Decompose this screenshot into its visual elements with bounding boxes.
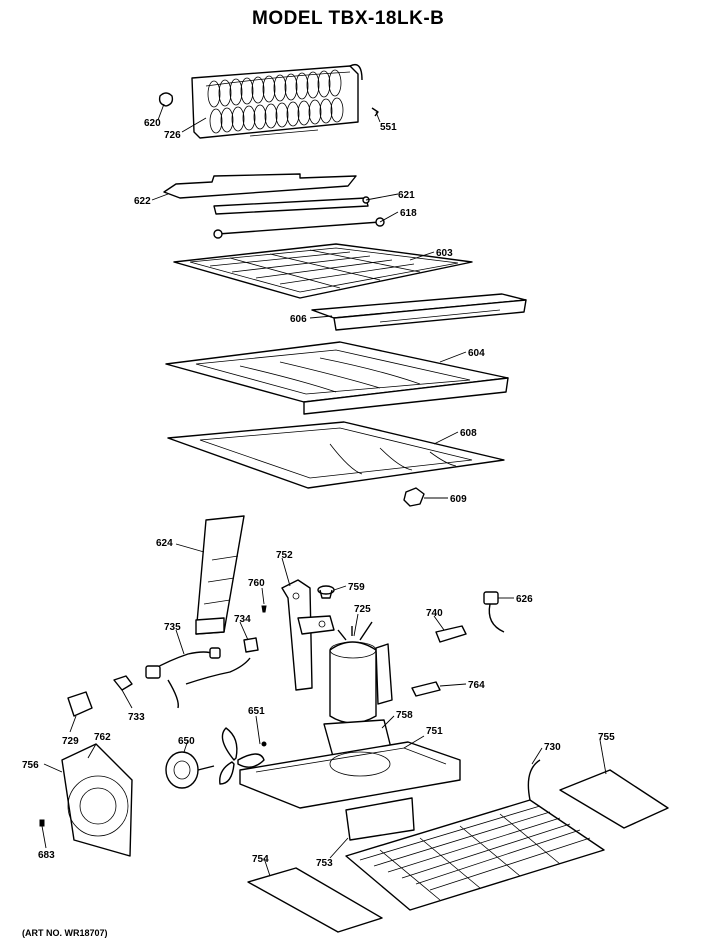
callout-603: 603 xyxy=(436,248,453,259)
part-752-bracket xyxy=(281,579,335,691)
part-729-capacitor xyxy=(67,691,93,717)
part-604-pan xyxy=(165,341,509,415)
part-608-pan xyxy=(167,421,505,489)
callout-764: 764 xyxy=(468,680,485,691)
part-650-motor xyxy=(165,751,215,789)
part-740-relay xyxy=(435,625,467,643)
part-606-rail xyxy=(311,293,527,331)
callout-618: 618 xyxy=(400,208,417,219)
part-759-grommet xyxy=(317,585,335,599)
callout-753: 753 xyxy=(316,858,333,869)
callout-626: 626 xyxy=(516,594,533,605)
callout-751: 751 xyxy=(426,726,443,737)
part-754-panel xyxy=(247,867,383,933)
part-753-panel xyxy=(345,797,415,841)
part-624-duct xyxy=(195,515,245,635)
callout-734: 734 xyxy=(234,614,251,625)
callout-683: 683 xyxy=(38,850,55,861)
callout-725: 725 xyxy=(354,604,371,615)
part-730-condenser xyxy=(345,759,605,911)
part-725-compressor xyxy=(329,621,393,724)
art-number: (ART NO. WR18707) xyxy=(22,928,108,938)
callout-752: 752 xyxy=(276,550,293,561)
callout-730: 730 xyxy=(544,742,561,753)
part-683-screw xyxy=(39,819,45,827)
callout-650: 650 xyxy=(178,736,195,747)
part-621-bar xyxy=(213,197,369,215)
callout-726: 726 xyxy=(164,130,181,141)
evaporator-coil xyxy=(191,63,363,139)
part-733-connector xyxy=(113,675,133,691)
part-764-clip xyxy=(411,681,441,697)
callout-762: 762 xyxy=(94,732,111,743)
part-762-shroud xyxy=(61,743,133,857)
callout-729: 729 xyxy=(62,736,79,747)
callout-604: 604 xyxy=(468,348,485,359)
callout-606: 606 xyxy=(290,314,307,325)
callout-609: 609 xyxy=(450,494,467,505)
part-609-clip xyxy=(403,487,425,507)
callout-620: 620 xyxy=(144,118,161,129)
callout-624: 624 xyxy=(156,538,173,549)
callout-735: 735 xyxy=(164,622,181,633)
leader-lines xyxy=(41,103,607,877)
callout-labels: 620 726 551 622 621 618 603 606 604 608 … xyxy=(22,118,615,869)
callout-733: 733 xyxy=(128,712,145,723)
part-622-shroud xyxy=(163,173,357,199)
part-760-screw xyxy=(261,605,267,613)
part-651-fan-blade xyxy=(219,727,267,785)
callout-622: 622 xyxy=(134,196,151,207)
part-751-base xyxy=(239,741,461,809)
callout-758: 758 xyxy=(396,710,413,721)
part-603-shelf xyxy=(173,243,473,299)
part-755-panel xyxy=(559,769,669,829)
callout-651: 651 xyxy=(248,706,265,717)
part-618-heater xyxy=(213,217,385,239)
part-734-connector xyxy=(243,637,259,653)
callout-740: 740 xyxy=(426,608,443,619)
part-620-clip xyxy=(158,92,174,107)
part-735-harness xyxy=(145,647,251,709)
callout-621: 621 xyxy=(398,190,415,201)
callout-608: 608 xyxy=(460,428,477,439)
model-title: MODEL TBX-18LK-B xyxy=(252,8,444,29)
callout-759: 759 xyxy=(348,582,365,593)
callout-754: 754 xyxy=(252,854,269,865)
part-551-clip xyxy=(371,107,379,117)
callout-755: 755 xyxy=(598,732,615,743)
callout-756: 756 xyxy=(22,760,39,771)
callout-551: 551 xyxy=(380,122,397,133)
callout-760: 760 xyxy=(248,578,265,589)
